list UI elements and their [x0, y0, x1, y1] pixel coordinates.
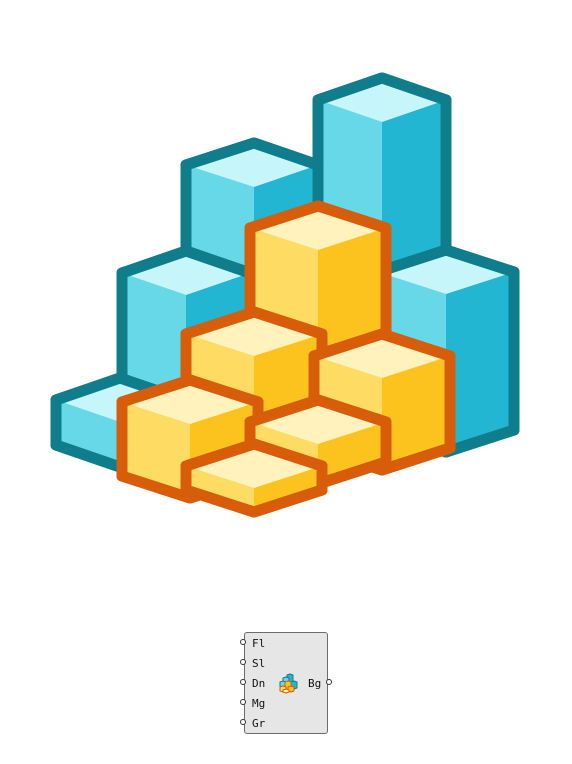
input-grip-dn[interactable] — [240, 679, 246, 685]
output-grip-bg[interactable] — [326, 679, 332, 685]
stacked-cubes-icon — [50, 72, 520, 518]
input-label-sl: Sl — [252, 657, 266, 670]
input-label-fl: Fl — [252, 637, 266, 650]
input-grip-mg[interactable] — [240, 699, 246, 705]
yellow-cube-front-flat — [180, 438, 328, 518]
input-grip-sl[interactable] — [240, 659, 246, 665]
component-node[interactable]: Fl Sl Dn Mg Gr Bg — [244, 632, 328, 734]
input-label-gr: Gr — [252, 717, 266, 730]
input-label-mg: Mg — [252, 697, 266, 710]
input-grip-fl[interactable] — [240, 639, 246, 645]
input-label-dn: Dn — [252, 677, 266, 690]
output-label-bg: Bg — [308, 677, 322, 690]
input-grip-gr[interactable] — [240, 719, 246, 725]
stacked-cubes-small-icon — [279, 673, 298, 694]
